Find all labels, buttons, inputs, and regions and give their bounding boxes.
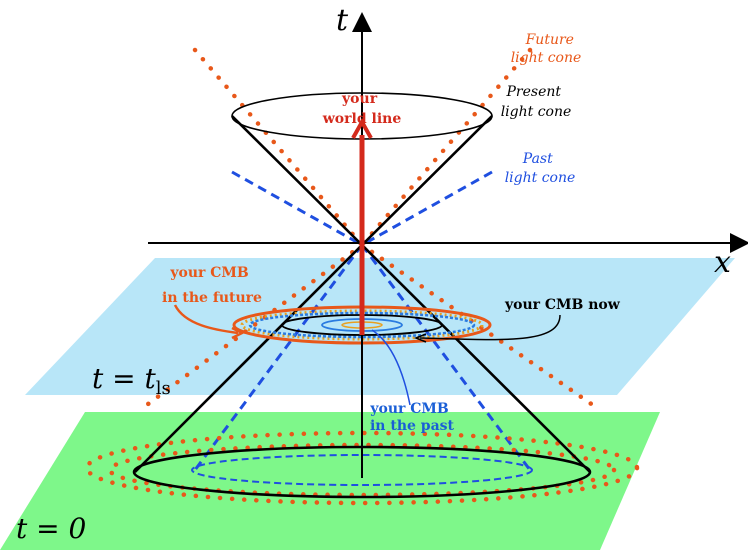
cmb-future-label: your CMB in the future — [162, 265, 262, 306]
future-cone-inner-ellipse — [107, 442, 617, 498]
present-cone-label: Present light cone — [501, 84, 572, 120]
future-cone-label: Future light cone — [511, 32, 582, 66]
t-axis-label: t — [336, 3, 349, 38]
world-line-label: your world line — [322, 91, 402, 127]
world-line-arrowhead — [351, 117, 373, 139]
past-cone-base-ellipse — [191, 454, 533, 486]
cmb-future-pointer — [173, 304, 239, 335]
future-light-cone — [84, 47, 640, 506]
big-bang-plane — [0, 412, 660, 550]
cmb-now-label: your CMB now — [504, 297, 621, 313]
past-light-cone — [191, 170, 533, 486]
last-scattering-label: t = tls — [92, 362, 171, 399]
cmb-past-pointer — [371, 329, 411, 406]
cmb-now-ring — [240, 309, 484, 341]
cmb-past-label: your CMB in the past — [369, 401, 454, 434]
x-axis-label: x — [714, 245, 731, 280]
past-cone-label: Past light cone — [505, 151, 576, 186]
big-bang-label: t = 0 — [16, 512, 86, 545]
future-cone-outer-ellipse — [84, 430, 640, 506]
cmb-now-pointer — [419, 314, 561, 341]
